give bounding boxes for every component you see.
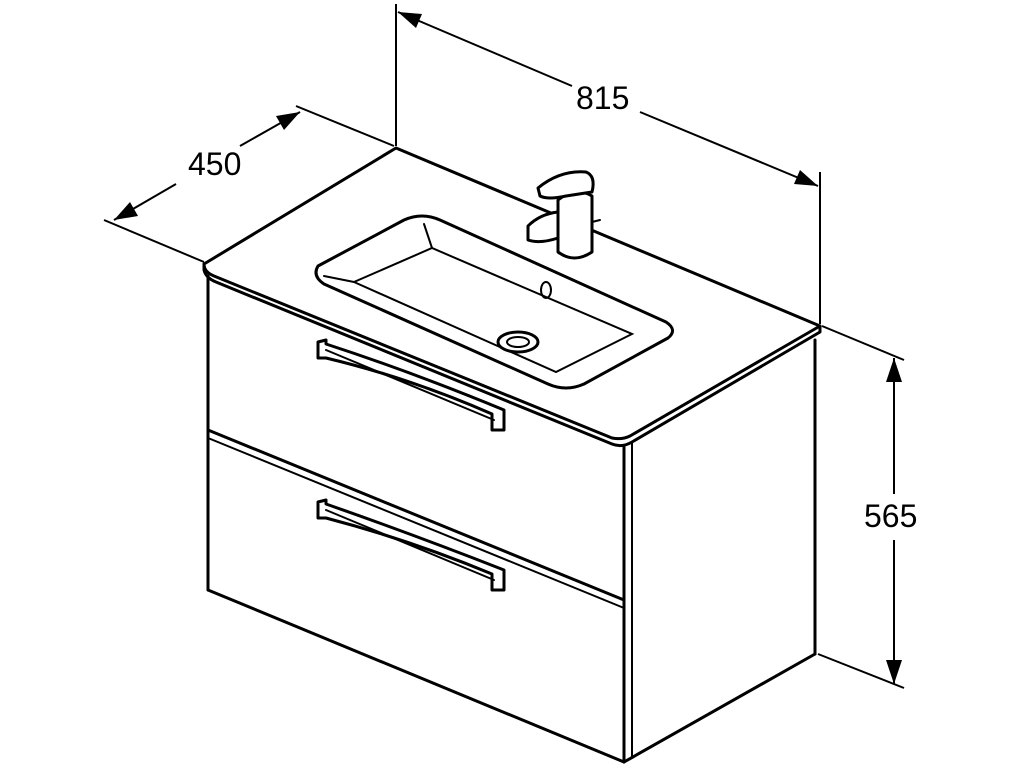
depth-arrow-front	[114, 202, 138, 220]
basin-top-surface	[202, 146, 822, 441]
depth-extension-back	[295, 105, 395, 147]
cabinet-bottom-side-edge	[622, 652, 817, 764]
depth-extension-front	[103, 219, 205, 263]
height-arrow-top	[886, 358, 902, 382]
overflow-hole	[540, 281, 552, 299]
basin-bowl-inner-left	[323, 275, 355, 283]
width-dimension	[395, 4, 821, 324]
depth-arrow-back	[276, 112, 300, 130]
width-arrow-right	[794, 170, 818, 186]
height-extension-top	[821, 325, 905, 361]
bottom-handle-highlight	[325, 509, 495, 581]
top-drawer-handle	[316, 338, 506, 432]
drawer-divider-bottom	[207, 437, 625, 609]
basin-bowl-inner-floor	[351, 246, 635, 374]
depth-dimension-label: 450	[186, 146, 244, 182]
drawer-divider-top	[206, 428, 626, 602]
bottom-handle-bar	[316, 498, 506, 592]
height-extension-bottom	[817, 653, 905, 689]
width-dimension-label: 815	[574, 80, 632, 116]
height-arrow-bottom	[886, 660, 902, 684]
basin-top-front-edge	[202, 262, 822, 448]
height-dimension	[817, 325, 905, 689]
basin-top	[202, 146, 822, 448]
cabinet-body	[206, 274, 817, 764]
basin-bowl-outer-rim	[314, 214, 674, 390]
drain-outer	[496, 330, 540, 354]
faucet	[526, 170, 601, 260]
depth-dimension	[103, 105, 395, 263]
faucet-popup-rod	[591, 219, 601, 223]
faucet-spout	[526, 210, 560, 244]
basin-bowl-inner-back	[423, 223, 433, 249]
cabinet-bottom-front-edge	[206, 588, 626, 764]
drawers	[206, 428, 626, 609]
height-dimension-label: 565	[862, 498, 920, 534]
bottom-drawer-handle	[316, 498, 506, 592]
top-handle-bar	[316, 338, 506, 432]
drain-inner	[506, 336, 530, 348]
basin-bowl	[314, 214, 674, 390]
width-arrow-left	[398, 12, 422, 28]
width-dim-line-right	[639, 111, 819, 187]
width-dim-line-left	[397, 11, 573, 87]
faucet-lever	[536, 170, 595, 200]
faucet-body	[556, 190, 594, 260]
top-handle-highlight	[325, 349, 495, 421]
